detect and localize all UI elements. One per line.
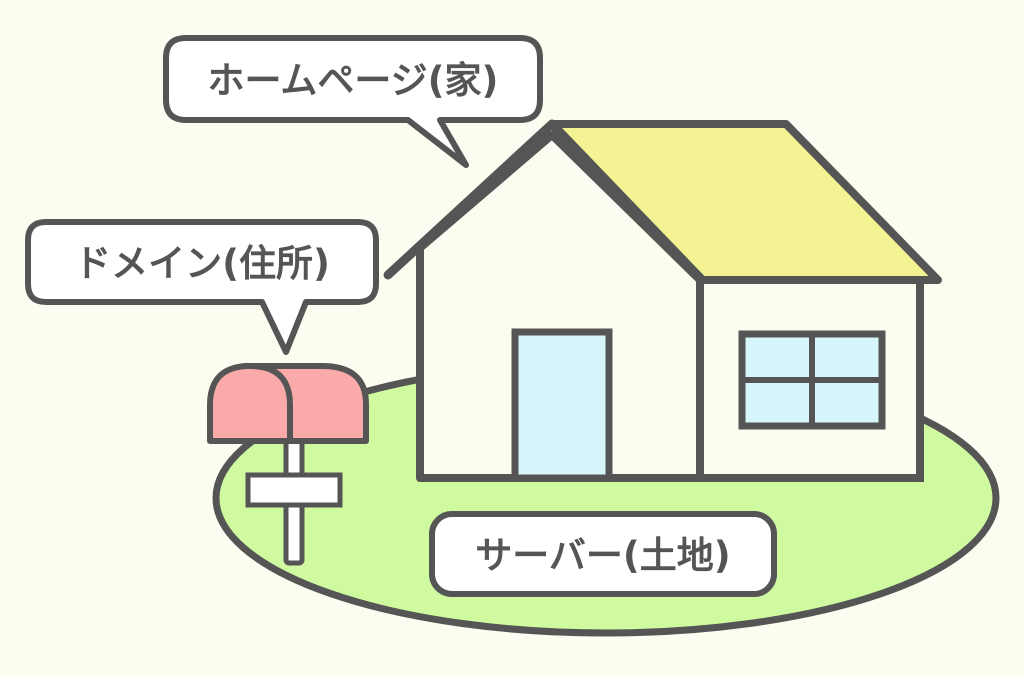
- callout-homepage: ホームページ(家): [163, 35, 543, 168]
- callout-domain: ドメイン(住所): [25, 219, 379, 355]
- callout-server-label: サーバー(土地): [475, 534, 730, 577]
- mailbox-front: [207, 363, 293, 444]
- house-door: [511, 328, 613, 482]
- callout-domain-label: ドメイン(住所): [74, 242, 330, 285]
- mailbox-nameplate: [245, 472, 343, 508]
- house: [383, 119, 942, 482]
- callout-homepage-bubble: [163, 35, 543, 168]
- callout-homepage-label: ホームページ(家): [208, 59, 499, 102]
- mailbox: [207, 363, 369, 566]
- house-gable-edge: [383, 119, 707, 285]
- callout-domain-bubble: [25, 219, 379, 355]
- callout-server: サーバー(土地): [429, 511, 777, 597]
- callout-server-box: [429, 511, 777, 597]
